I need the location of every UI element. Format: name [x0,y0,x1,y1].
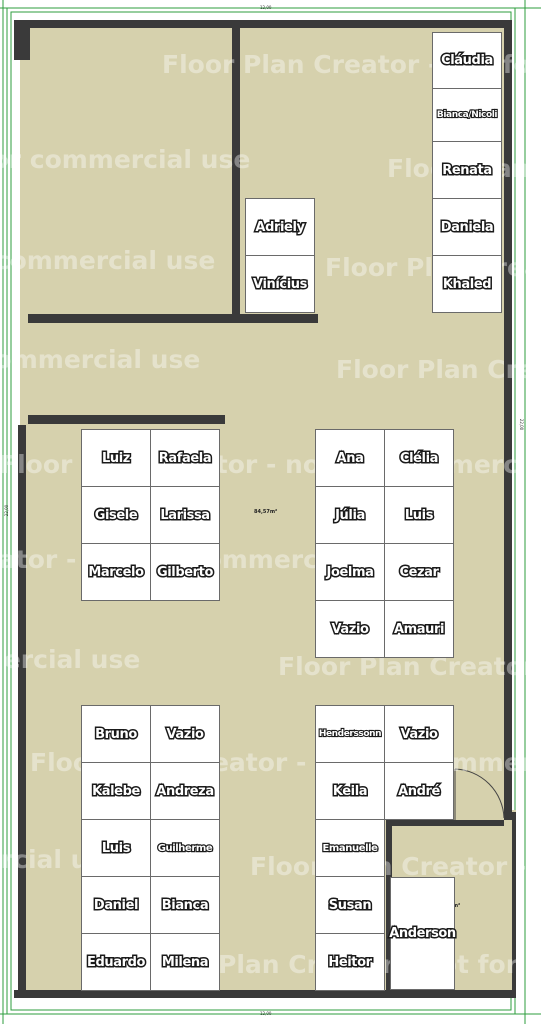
desk-amauri: Amauri [384,600,454,658]
desk-andreza: Andreza [150,762,220,820]
dimension-label-bottom: 12,00 [260,1011,272,1016]
desk-gilberto: Gilberto [150,543,220,601]
desk-keila: Keila [315,762,385,820]
desk-daniel: Daniel [81,876,151,934]
desk-ana: Ana [315,429,385,487]
desk-vazio-right: Vazio [384,705,454,763]
dimension-label-left: 22,00 [4,504,10,517]
desk-susan: Susan [315,876,385,934]
desk-rafaela: Rafaela [150,429,220,487]
dimension-label-right: 22,00 [519,418,525,431]
desk-gisele: Gisele [81,486,151,544]
desk-heitor: Heitor [315,933,385,991]
desk-adriely: Adriely [245,198,315,256]
desk-kalebe: Kalebe [81,762,151,820]
dimension-label-top: 12,00 [260,5,272,10]
desk-bianca: Bianca [150,876,220,934]
desk-julia: Júlia [315,486,385,544]
desk-khaled: Khaled [432,255,502,313]
desk-eduardo: Eduardo [81,933,151,991]
desk-daniela: Daniela [432,198,502,256]
desk-milena: Milena [150,933,220,991]
desk-claudia: Cláudia [432,32,502,89]
desk-larissa: Larissa [150,486,220,544]
desk-bianca-nicoli: Bianca/Nicoli [432,88,502,142]
desk-renata: Renata [432,141,502,199]
door [454,768,505,820]
desk-vinicius: Vinícius [245,255,315,313]
desk-luis-upper: Luis [384,486,454,544]
desk-luis-lower: Luis [81,819,151,877]
desk-clelia: Clélia [384,429,454,487]
desk-guilherme: Guilherme [150,819,220,877]
desk-andre: André [384,762,454,820]
desk-joelma: Joelma [315,543,385,601]
area-label-main: 84,57m² [254,509,278,515]
desk-vazio-left: Vazio [150,705,220,763]
walls [14,20,516,998]
desk-cezar: Cezar [384,543,454,601]
desk-marcelo: Marcelo [81,543,151,601]
desk-emanuelle: Emanuelle [315,819,385,877]
desk-bruno: Bruno [81,705,151,763]
desk-henderssonn: Henderssonn [315,705,385,763]
desk-vazio-upper: Vazio [315,600,385,658]
desk-luiz: Luiz [81,429,151,487]
desk-anderson: Anderson [388,877,458,990]
